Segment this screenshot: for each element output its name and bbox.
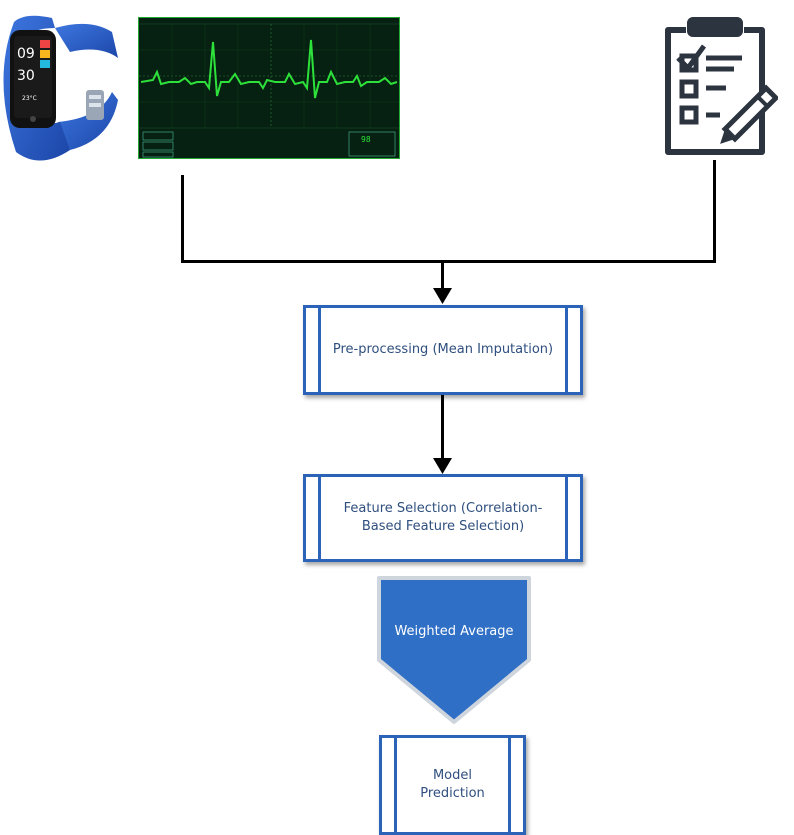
connector-to-preprocessing: [441, 260, 444, 290]
model-prediction-box: Model Prediction: [379, 735, 526, 835]
preprocessing-label: Pre-processing (Mean Imputation): [332, 341, 554, 357]
connector-horizontal: [181, 260, 716, 263]
fitness-tracker-icon: 09 30 23°C: [0, 0, 122, 170]
clipboard-checklist-icon: [660, 16, 780, 158]
arrowhead-icon: [433, 288, 452, 304]
connector-ecg-down: [181, 175, 184, 263]
ecg-monitor-icon: 98: [138, 17, 400, 159]
watch-minute: 30: [17, 68, 35, 84]
feature-selection-label: Feature Selection (Correlation- Based Fe…: [322, 500, 565, 536]
ecg-heart-rate: 98: [361, 135, 371, 144]
model-prediction-label: Model Prediction: [398, 767, 507, 803]
feature-selection-line1: Feature Selection (Correlation-: [343, 500, 543, 516]
model-prediction-line2: Prediction: [420, 786, 485, 801]
feature-selection-box: Feature Selection (Correlation- Based Fe…: [303, 474, 583, 562]
weighted-average-label: Weighted Average: [394, 624, 514, 639]
feature-selection-line2: Based Feature Selection): [361, 519, 525, 534]
connector-preprocessing-to-feature: [441, 394, 444, 459]
arrowhead-icon: [433, 458, 452, 474]
watch-temperature: 23°C: [22, 95, 37, 102]
watch-hour: 09: [17, 46, 35, 62]
weighted-average-shape: Weighted Average: [375, 574, 533, 726]
model-prediction-line1: Model: [432, 767, 473, 783]
preprocessing-box: Pre-processing (Mean Imputation): [303, 305, 583, 395]
ecg-trace: [140, 39, 398, 99]
connector-clipboard-down: [713, 160, 716, 263]
